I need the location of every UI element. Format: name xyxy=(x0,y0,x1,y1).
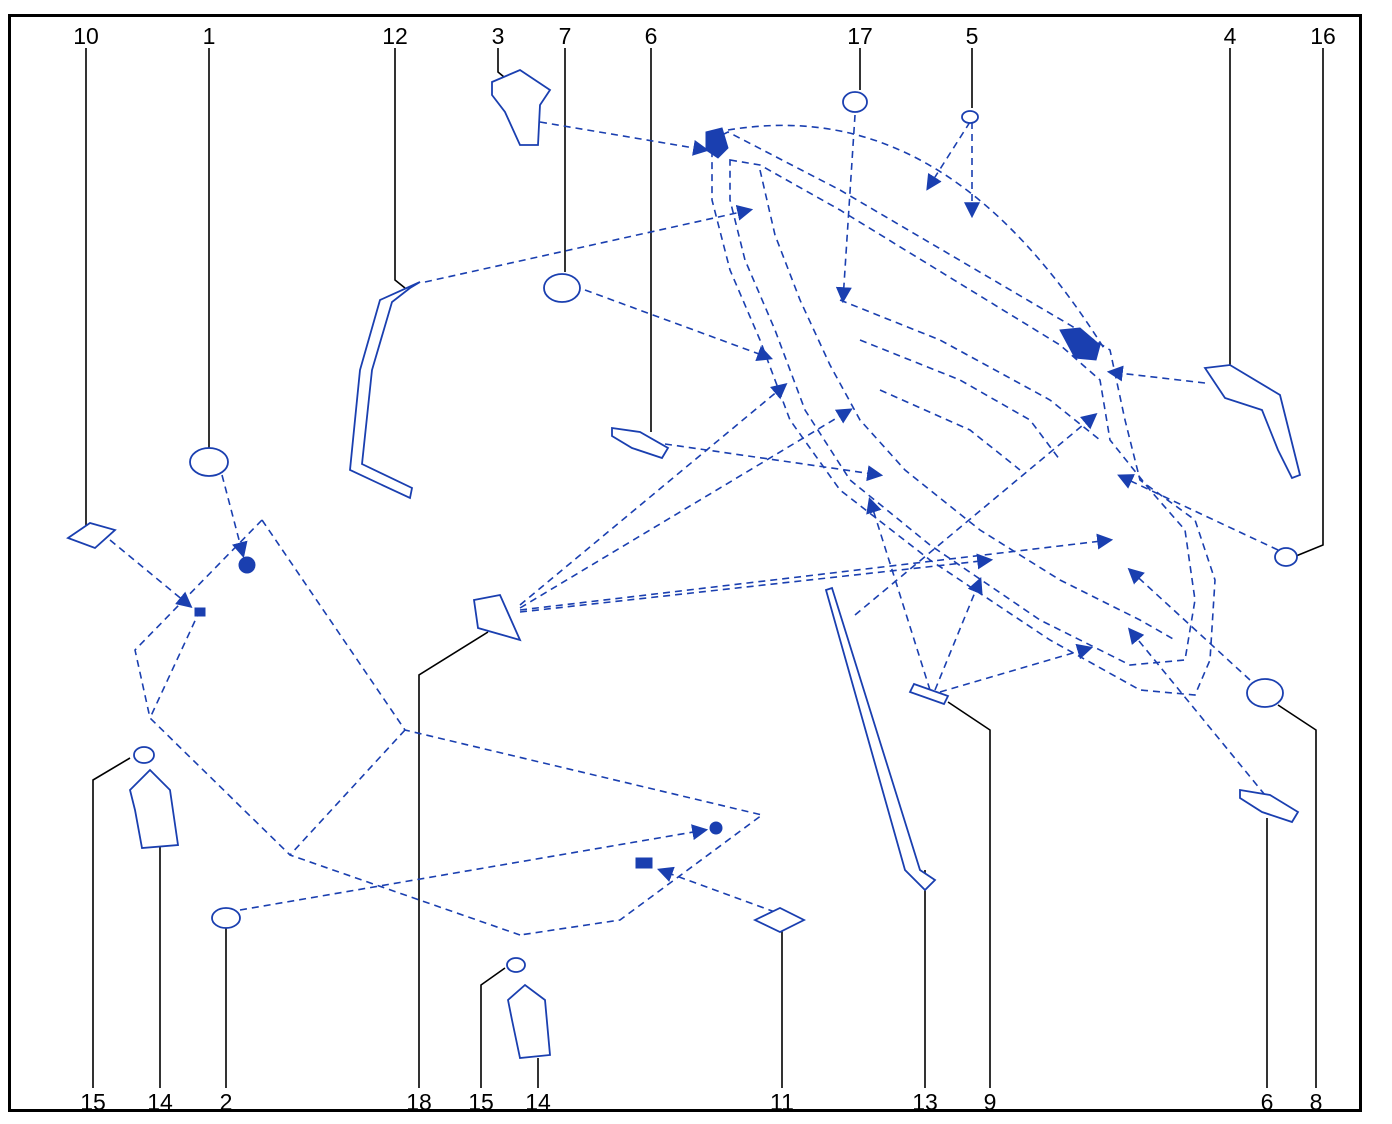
callout-11: 11 xyxy=(770,1089,794,1115)
callout-1: 1 xyxy=(202,23,216,49)
callout-4: 4 xyxy=(1223,23,1237,49)
callout-6-bottom: 6 xyxy=(1260,1089,1274,1115)
callout-17: 17 xyxy=(847,23,873,49)
callout-9: 9 xyxy=(983,1089,997,1115)
callout-16: 16 xyxy=(1310,23,1336,49)
leader-lines xyxy=(85,48,1324,1088)
callout-3: 3 xyxy=(491,23,505,49)
callout-15-center: 15 xyxy=(468,1089,494,1115)
callout-8: 8 xyxy=(1309,1089,1323,1115)
callout-10: 10 xyxy=(73,23,99,49)
callout-12: 12 xyxy=(382,23,408,49)
connector-arrows xyxy=(109,114,1279,936)
callout-7: 7 xyxy=(558,23,572,49)
callout-14-center: 14 xyxy=(525,1089,551,1115)
callout-15-left: 15 xyxy=(80,1089,106,1115)
callout-6-top: 6 xyxy=(644,23,658,49)
callout-5: 5 xyxy=(965,23,979,49)
callout-18: 18 xyxy=(406,1089,432,1115)
parts xyxy=(66,68,1302,1059)
callout-2: 2 xyxy=(219,1089,233,1115)
tailgate-panel xyxy=(705,124,1216,696)
diagram-frame xyxy=(8,14,1362,1112)
callout-14-left: 14 xyxy=(147,1089,173,1115)
callout-13: 13 xyxy=(912,1089,938,1115)
